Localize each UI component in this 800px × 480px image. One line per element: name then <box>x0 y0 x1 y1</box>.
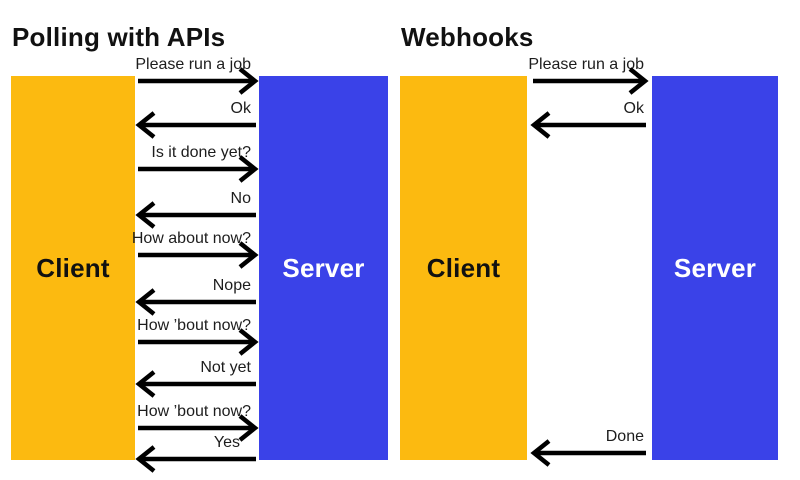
server-box: Server <box>259 76 388 460</box>
message-label: Ok <box>230 100 251 117</box>
message-arrow-right <box>138 67 259 95</box>
panel-title: Polling with APIs <box>12 22 226 52</box>
message-label: Not yet <box>200 359 251 376</box>
message-arrow-left <box>135 370 256 398</box>
message-arrow-right <box>138 241 259 269</box>
message-arrow-right <box>533 67 649 95</box>
message-arrow-left <box>530 111 646 139</box>
message-label: Please run a job <box>135 56 251 73</box>
message-label: Nope <box>212 277 251 294</box>
message-label: How ’bout now? <box>137 403 251 420</box>
client-box: Client <box>11 76 135 460</box>
panel-title: Webhooks <box>401 22 534 52</box>
client-label: Client <box>36 252 110 283</box>
server-box: Server <box>652 76 778 460</box>
message-arrow-right <box>138 155 259 183</box>
message-arrow-right <box>138 328 259 356</box>
server-label: Server <box>673 252 757 283</box>
message-arrow-right <box>138 414 259 442</box>
message-arrow-left <box>135 288 256 316</box>
message-arrow-left <box>135 445 256 473</box>
message-label: Please run a job <box>528 56 644 73</box>
server-label: Server <box>282 252 365 283</box>
message-arrow-left <box>530 439 646 467</box>
message-label: Is it done yet? <box>151 144 251 161</box>
message-arrow-left <box>135 111 256 139</box>
message-label: Done <box>605 428 644 445</box>
message-label: How about now? <box>131 230 251 247</box>
client-box: Client <box>400 76 527 460</box>
client-label: Client <box>426 252 501 283</box>
message-label: Yes <box>213 434 240 451</box>
message-label: Ok <box>623 100 644 117</box>
message-arrow-left <box>135 201 256 229</box>
message-label: How ’bout now? <box>137 317 251 334</box>
message-label: No <box>230 190 251 207</box>
